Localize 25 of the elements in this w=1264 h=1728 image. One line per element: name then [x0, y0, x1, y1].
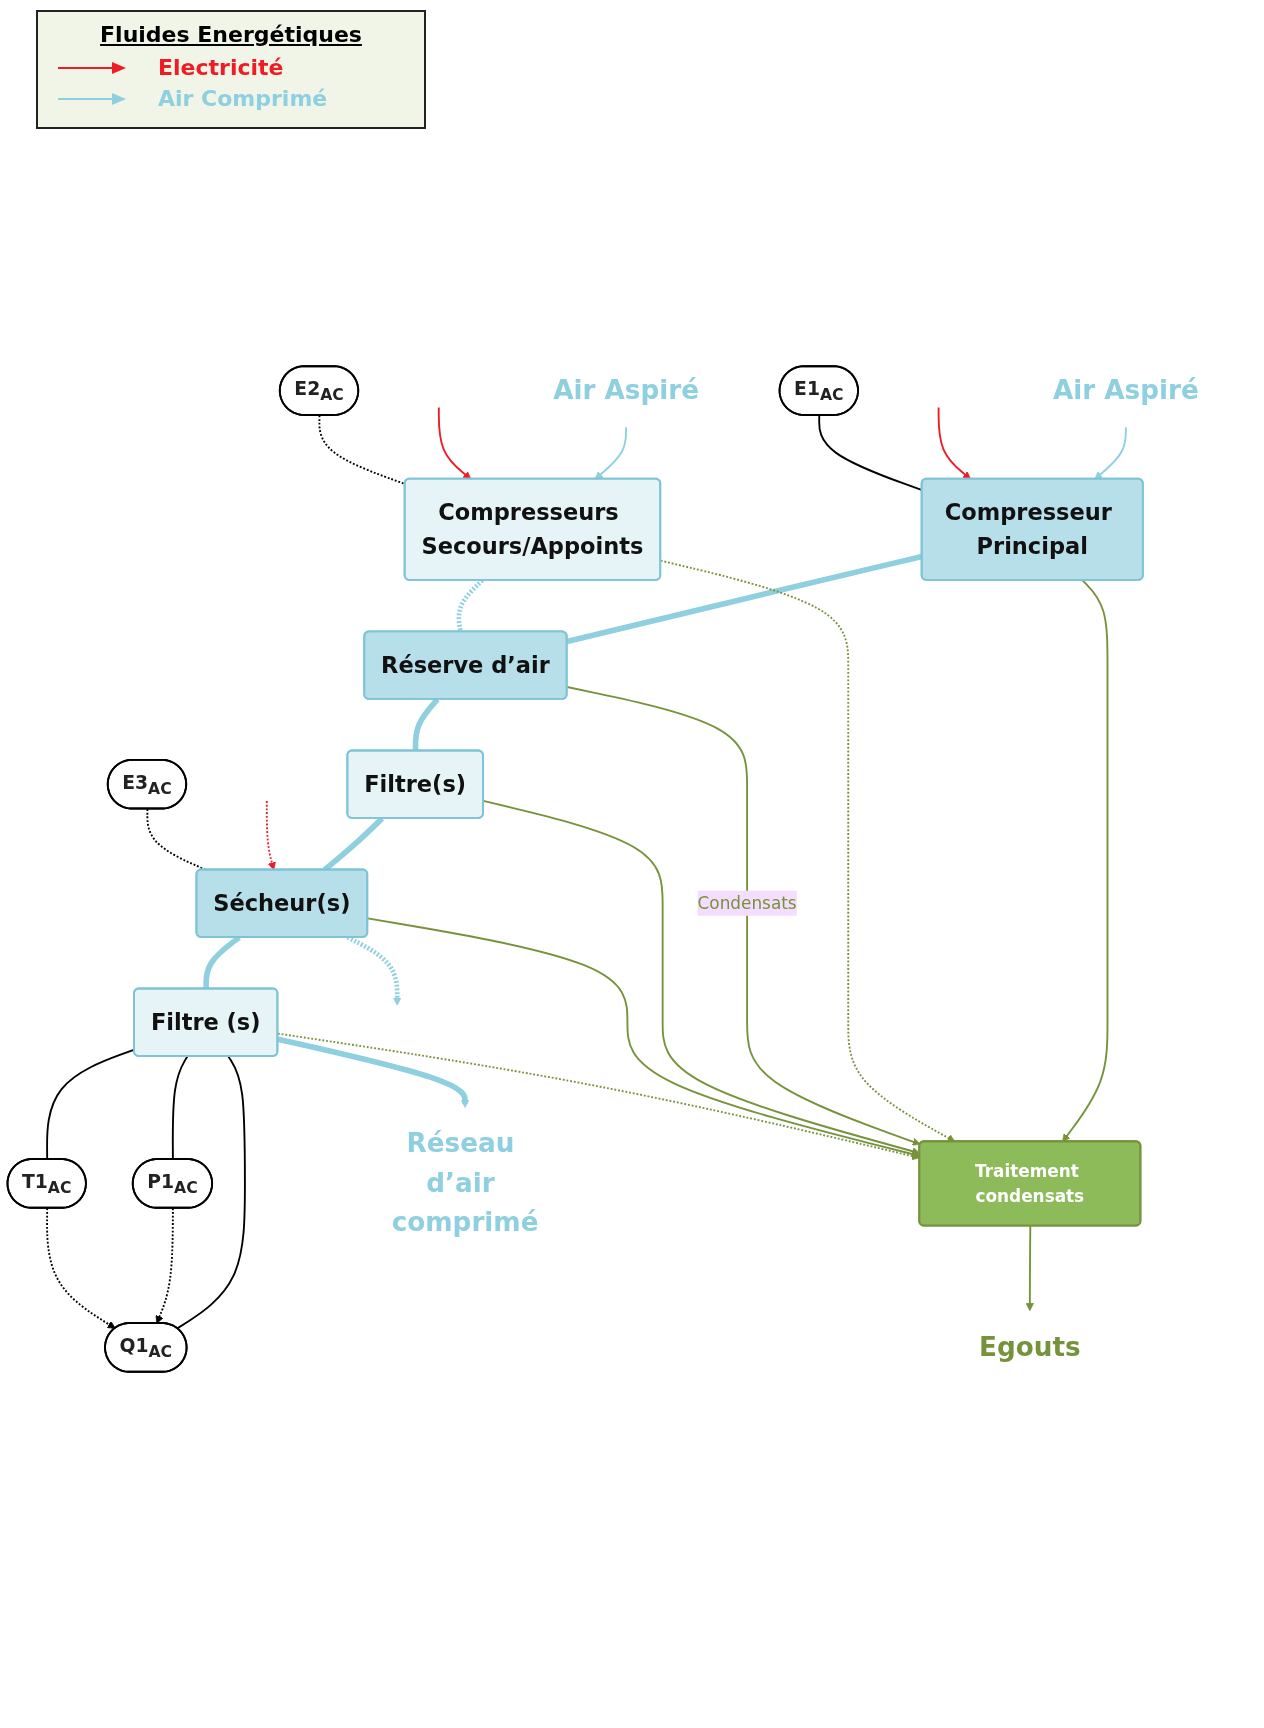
connector	[412, 697, 440, 751]
arrow	[566, 686, 921, 1146]
arrow	[46, 1207, 116, 1329]
legend-label: Electricité	[158, 55, 284, 80]
node-text: Air Aspiré	[553, 374, 699, 406]
arrow	[1025, 1225, 1034, 1312]
connector	[171, 1055, 189, 1161]
node-text: Réseau d’air comprimé	[391, 1128, 539, 1238]
arrow	[437, 406, 472, 480]
connector	[203, 935, 241, 989]
arrow	[594, 426, 627, 480]
legend-title: Fluides Energétiques	[99, 22, 363, 47]
connector	[176, 1055, 246, 1330]
node-text: Egouts	[979, 1331, 1081, 1363]
arrow	[265, 800, 276, 871]
edge-label: Condensats	[697, 893, 797, 914]
arrow	[346, 935, 402, 1006]
arrow	[155, 1207, 174, 1324]
arrow	[1062, 579, 1109, 1143]
node-text: Air Aspiré	[1052, 374, 1199, 406]
arrow	[277, 1036, 470, 1108]
connector	[456, 578, 484, 633]
arrow	[937, 406, 972, 480]
arrow	[1094, 426, 1127, 480]
legend-label: Air Comprimé	[158, 86, 328, 111]
